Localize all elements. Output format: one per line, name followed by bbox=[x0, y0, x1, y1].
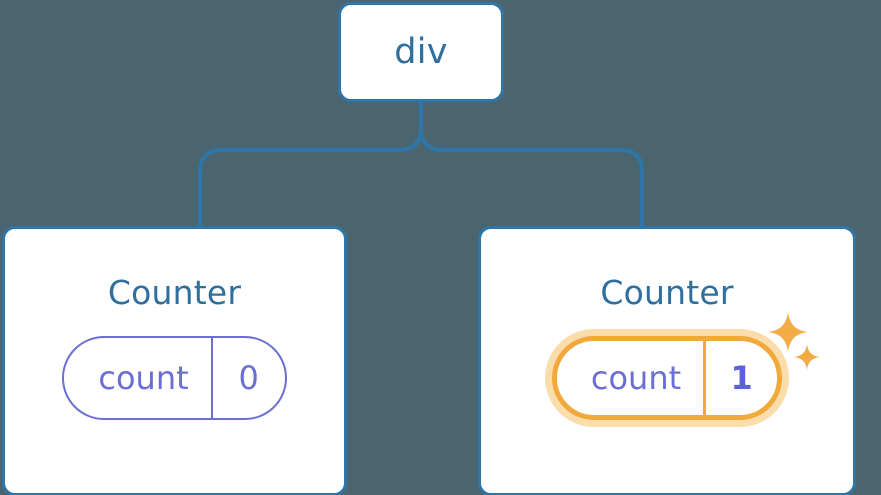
state-pill-wrapper: count 0 bbox=[62, 336, 287, 420]
connector-left-branch bbox=[198, 102, 423, 228]
tree-node-root[interactable]: div bbox=[338, 2, 504, 102]
state-value-label: 0 bbox=[210, 338, 285, 418]
state-key-label: count bbox=[590, 359, 682, 397]
state-value-label: 1 bbox=[703, 341, 777, 415]
state-pill-wrapper: count 1 bbox=[551, 312, 821, 420]
component-title: Counter bbox=[600, 273, 734, 312]
root-node-label: div bbox=[394, 31, 448, 72]
sparkle-four-point-small-icon bbox=[794, 344, 821, 370]
state-key-label: count bbox=[98, 359, 189, 397]
tree-node-counter-left[interactable]: Counter count 0 bbox=[2, 226, 347, 495]
tree-node-counter-right[interactable]: Counter count 1 bbox=[478, 226, 856, 495]
state-pill[interactable]: count 0 bbox=[62, 336, 287, 420]
connector-right-branch bbox=[419, 102, 644, 228]
component-title: Counter bbox=[107, 273, 242, 312]
state-pill-highlighted[interactable]: count 1 bbox=[551, 336, 783, 420]
